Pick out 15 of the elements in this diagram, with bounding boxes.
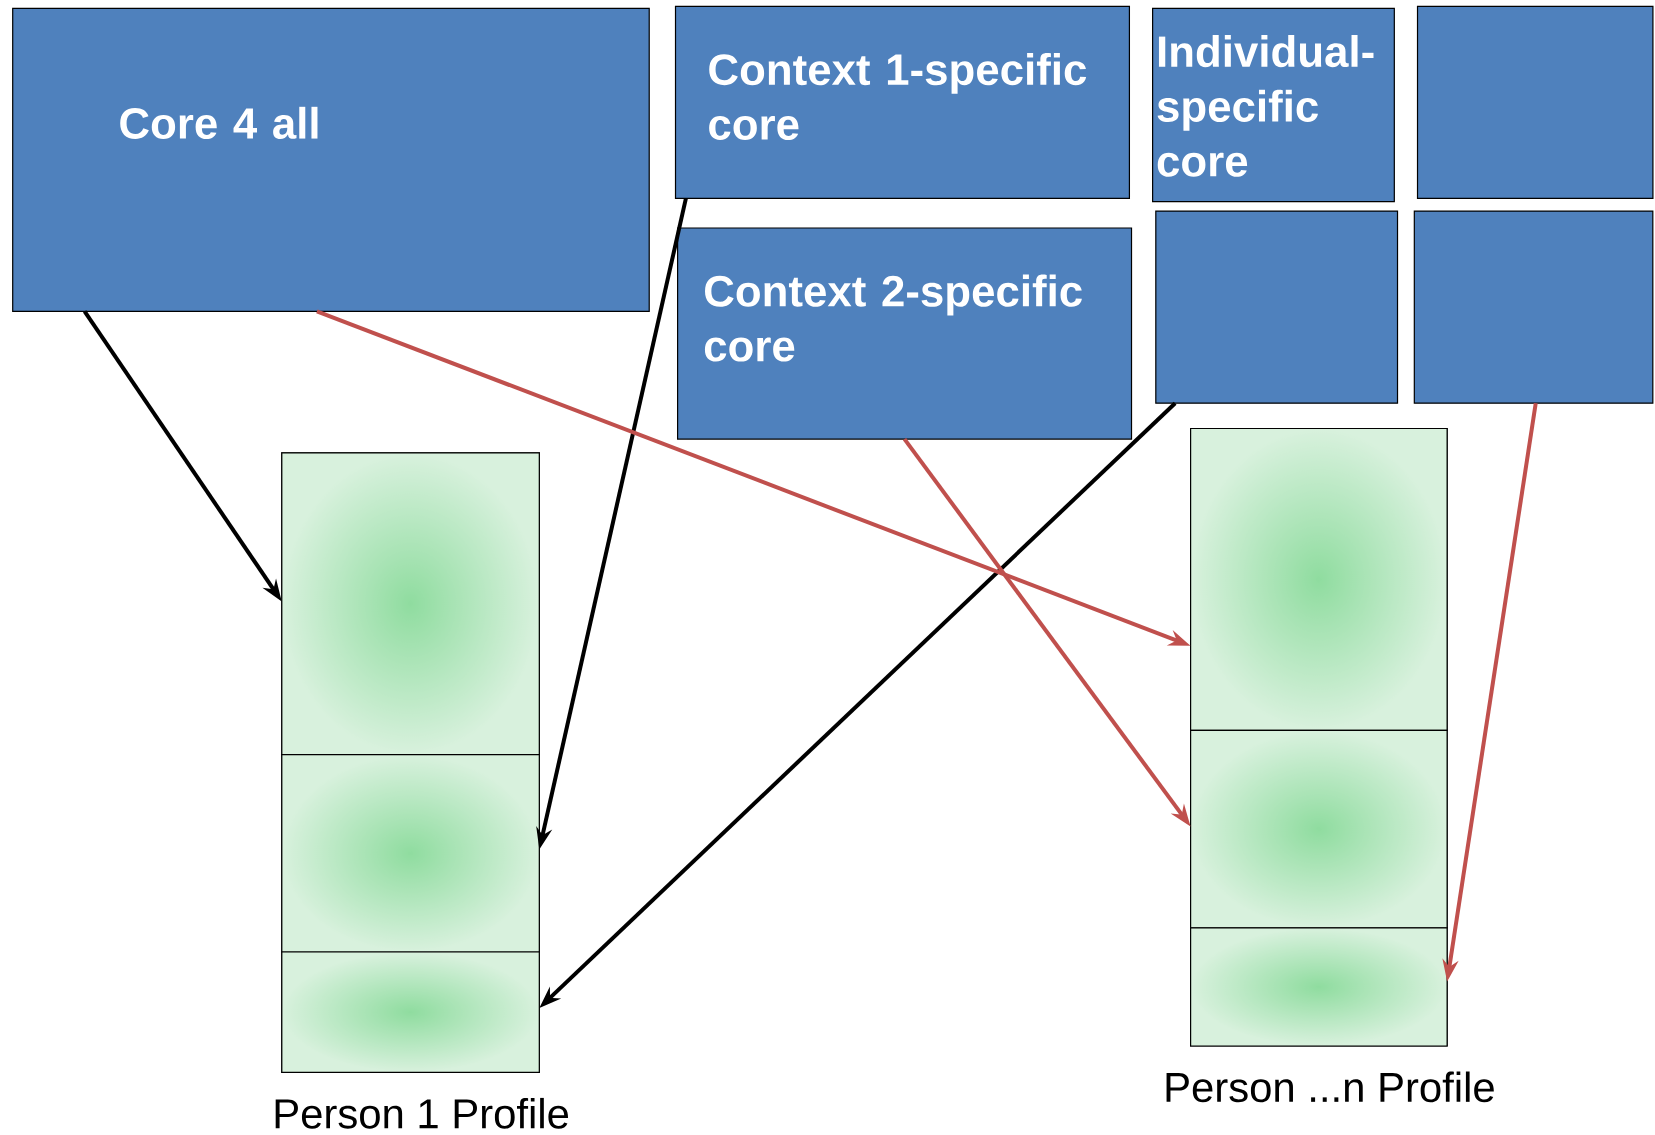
profile-cell bbox=[1190, 729, 1448, 929]
profile-cell bbox=[281, 754, 540, 953]
profile-cell bbox=[1190, 927, 1448, 1047]
core-box: Core 4 all bbox=[12, 7, 650, 312]
core-box: Individual-specific core bbox=[1152, 7, 1395, 203]
core-box: Context 1-specific core bbox=[674, 5, 1130, 199]
core-box: Context 2-specific core bbox=[677, 227, 1133, 440]
node-label: Person ...n Profile bbox=[1166, 1071, 1494, 1103]
profile-cell bbox=[1190, 427, 1448, 731]
profile-cell bbox=[281, 452, 540, 756]
empty-box bbox=[1416, 5, 1654, 199]
empty-box bbox=[1155, 210, 1399, 404]
empty-box bbox=[1413, 210, 1654, 404]
profile-cell bbox=[281, 951, 540, 1073]
node-label: Person 1 Profile bbox=[275, 1097, 569, 1129]
